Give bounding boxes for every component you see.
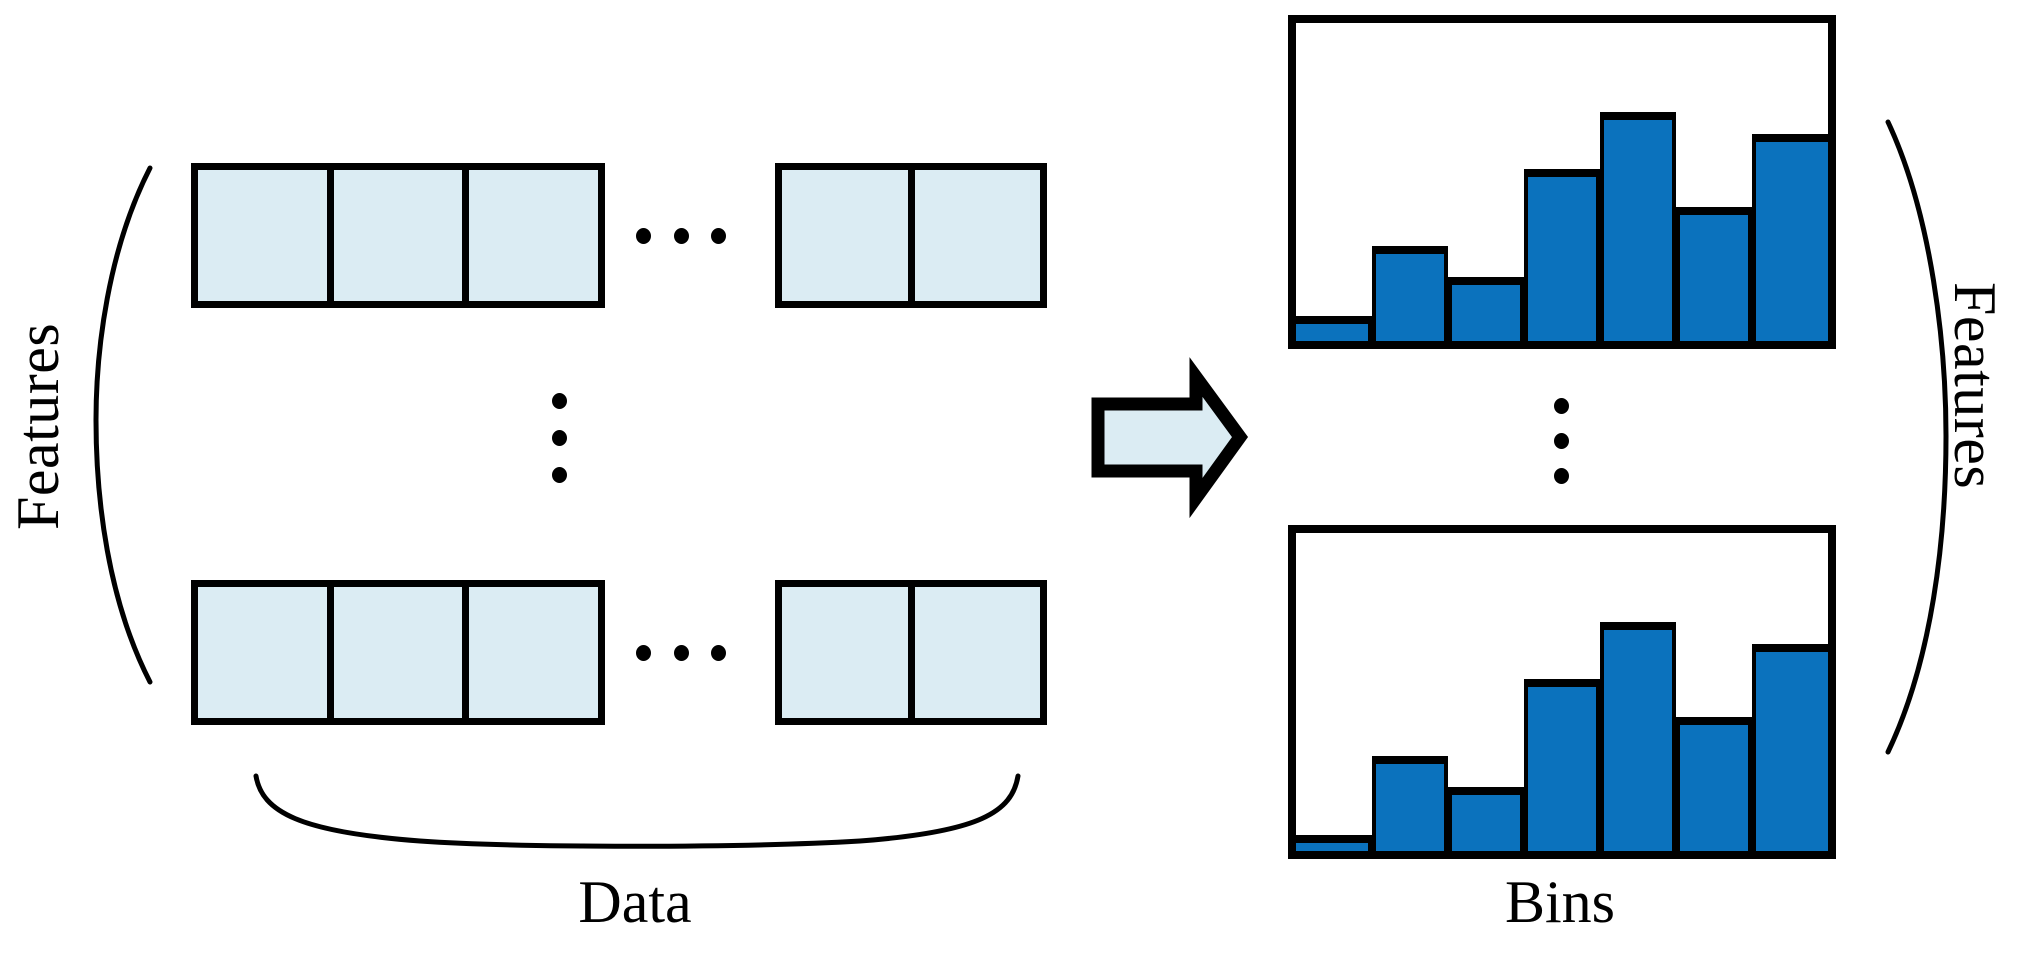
histogram-bottom [1288,525,1836,859]
ellipsis-dot [673,228,689,244]
ellipsis-dot [551,467,567,483]
data-cell [462,587,599,718]
data-cell [462,170,599,301]
histogram-bar [1448,277,1524,341]
histogram-bar [1600,622,1676,851]
right-features-brace [1885,119,1949,755]
histogram-bar [1752,134,1828,341]
histogram-bar [1600,112,1676,341]
histogram-bar [1524,679,1600,851]
data-caption: Data [578,869,692,935]
data-rows-ellipsis-icon [551,393,567,483]
histogram-bar [1372,245,1448,341]
data-cell [782,587,908,718]
ellipsis-dot [1553,468,1569,484]
data-row-first-right-group [775,163,1047,308]
data-row-last-left-group [191,580,605,725]
data-row-last-right-group [775,580,1047,725]
histogram-bar [1296,835,1372,851]
data-cell [326,587,463,718]
data-cell [782,170,908,301]
data-cell [198,170,327,301]
histogram-top [1288,15,1836,349]
left-features-brace [93,165,153,685]
ellipsis-dot [711,228,726,244]
histogram-bar [1524,169,1600,341]
histogram-bar [1676,207,1752,341]
ellipsis-dot [636,645,651,661]
ellipsis-dot [711,645,726,661]
data-bottom-brace [253,773,1021,849]
data-row-first-left-group [191,163,605,308]
bins-caption: Bins [1504,869,1616,935]
features-label-right: Features [1942,282,2008,490]
histogram-bar [1296,315,1372,341]
data-cell [907,587,1040,718]
histogram-bar [1372,755,1448,851]
ellipsis-dot [1553,398,1569,414]
data-row-last-ellipsis-icon [636,645,726,661]
histograms-ellipsis-icon [1553,398,1569,484]
histogram-bar [1676,717,1752,851]
histogram-bar [1752,644,1828,851]
histogram-bar [1448,787,1524,851]
ellipsis-dot [551,393,567,409]
data-cell [326,170,463,301]
ellipsis-dot [673,645,689,661]
features-label-left: Features [5,322,71,530]
data-row-first-ellipsis-icon [636,228,726,244]
data-cell [907,170,1040,301]
data-cell [198,587,327,718]
ellipsis-dot [1553,433,1569,449]
ellipsis-dot [636,228,651,244]
block-arrow-right-icon [1091,357,1249,519]
ellipsis-dot [551,430,567,446]
